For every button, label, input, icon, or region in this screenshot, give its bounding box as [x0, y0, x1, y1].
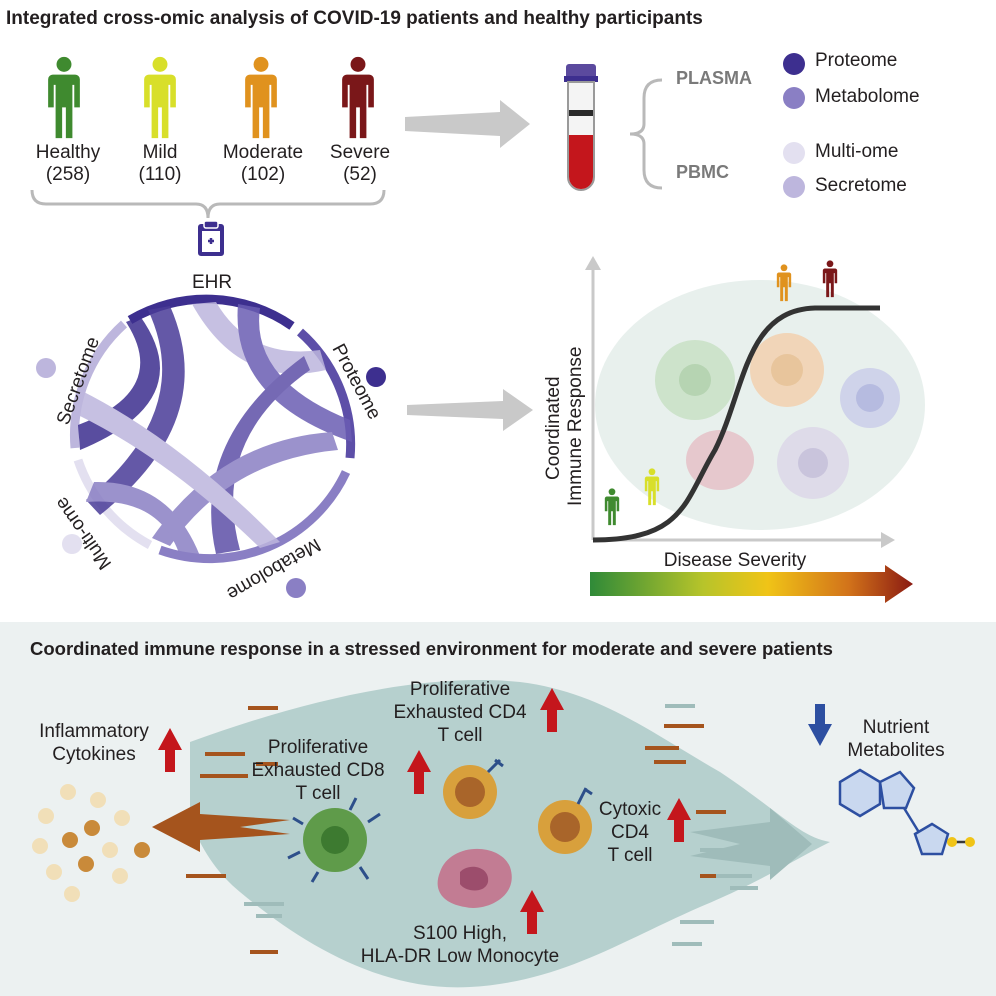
circos-plot: EHR Proteome Secretome Multi-ome Metabol…: [36, 220, 386, 604]
nutrient-molecule-icon: [838, 768, 975, 856]
cohort-count: (52): [343, 164, 377, 185]
up-arrow-icon: [407, 750, 431, 794]
clipboard-icon: [198, 220, 224, 256]
label-line: S100 High,: [412, 923, 507, 944]
cohort-label: Severe: [329, 142, 391, 163]
middle-arrow: [407, 389, 533, 431]
cohort-count: (258): [45, 164, 91, 185]
gray-arrow-icon: [407, 389, 533, 431]
person-icon-healthy: [604, 488, 620, 526]
ring-secretome: [69, 320, 128, 449]
person-icon-severe: [342, 56, 374, 139]
legend-secretome: Secretome: [815, 175, 907, 196]
y-axis-label-1: Coordinated: [543, 376, 564, 480]
label-line: T cell: [437, 725, 483, 746]
dot-metabolome: [286, 578, 306, 598]
up-arrow-icon: [667, 798, 691, 842]
label-line: T cell: [607, 845, 653, 866]
legend-dot-secretome: [783, 176, 805, 198]
dot-secretome: [36, 358, 56, 378]
cd8-label: Proliferative Exhausted CD8 T cell: [238, 736, 398, 805]
dash-marks: [186, 704, 758, 954]
monocyte-label: S100 High, HLA-DR Low Monocyte: [330, 922, 590, 968]
cohort-count: (110): [138, 164, 182, 185]
label-line: HLA-DR Low Monocyte: [360, 946, 560, 967]
legend-metabolome: Metabolome: [815, 86, 920, 107]
cohort-label: Mild: [142, 142, 178, 163]
plasma-label: PLASMA: [676, 68, 752, 88]
label-line: CD4: [610, 822, 649, 843]
cd4-t-cell-icon: [443, 758, 504, 819]
pbmc-label: PBMC: [676, 162, 729, 182]
circos-ehr-label: EHR: [192, 272, 232, 293]
metabolite-arrow-icon: [690, 808, 812, 880]
cytotoxic-cd4-label: Cytoxic CD4 T cell: [590, 798, 670, 867]
circos-chords: [78, 302, 352, 556]
up-arrow-icon: [158, 728, 182, 772]
label-line: Exhausted CD4: [393, 702, 527, 723]
cohort-count: (102): [240, 164, 286, 185]
y-axis-label-2: Immune Response: [565, 347, 586, 506]
label-line: Cytoxic: [598, 799, 662, 820]
label-line: Cytokines: [52, 744, 136, 765]
gray-arrow-icon: [405, 100, 530, 148]
up-arrow-icon: [520, 890, 544, 934]
inflammatory-cytokines-label: Inflammatory Cytokines: [24, 720, 164, 766]
cd4-label: Proliferative Exhausted CD4 T cell: [380, 678, 540, 747]
severity-gradient-arrow: [590, 565, 913, 603]
page-title: Integrated cross-omic analysis of COVID-…: [6, 8, 703, 29]
blood-tube-icon: [564, 64, 598, 191]
cohort-figures: [30, 56, 386, 219]
label-line: Exhausted CD8: [251, 760, 385, 781]
legend-dots: [783, 53, 805, 198]
bottom-graphics: [32, 680, 975, 988]
cohort-label: Moderate: [222, 142, 304, 163]
cytokine-arrow-icon: [152, 802, 290, 852]
label-line: Proliferative: [409, 679, 511, 700]
person-icon-mild: [144, 56, 176, 139]
nutrient-metabolites-label: Nutrient Metabolites: [836, 716, 956, 762]
top-right-graphics: [405, 64, 663, 191]
label-line: Metabolites: [847, 740, 945, 761]
cohort-label: Healthy: [35, 142, 101, 163]
monocyte-icon: [437, 848, 512, 908]
legend-dot-metabolome: [783, 87, 805, 109]
dot-proteome: [366, 367, 386, 387]
response-curve: [592, 305, 880, 543]
cd8-t-cell-icon: [287, 797, 381, 883]
label-line: Inflammatory: [39, 721, 149, 742]
up-arrow-icon: [540, 688, 564, 732]
legend-multiome: Multi-ome: [815, 141, 899, 162]
person-icon-moderate: [245, 56, 277, 139]
label-line: Nutrient: [862, 717, 930, 738]
cohort-healthy: Healthy (258): [18, 142, 118, 186]
response-plot: Coordinated Immune Response Disease Seve…: [543, 256, 925, 603]
sample-brace: [629, 78, 663, 190]
legend-dot-proteome: [783, 53, 805, 75]
cohort-mild: Mild (110): [110, 142, 210, 186]
cohort-moderate: Moderate (102): [208, 142, 318, 186]
cohort-severe: Severe (52): [310, 142, 410, 186]
legend-dot-multiome: [783, 142, 805, 164]
label-line: Proliferative: [267, 737, 369, 758]
dot-multiome: [62, 534, 82, 554]
label-line: T cell: [295, 783, 341, 804]
cytokine-beads: [32, 784, 150, 902]
bottom-title: Coordinated immune response in a stresse…: [30, 638, 833, 659]
down-arrow-icon: [808, 704, 832, 746]
x-axis-label: Disease Severity: [664, 550, 807, 571]
cytotoxic-cd4-t-cell-icon: [538, 787, 593, 854]
cohort-bracket: [30, 189, 386, 219]
stressed-environment-blob: [190, 680, 830, 988]
person-icon-healthy: [48, 56, 80, 139]
ring-metabolome: [158, 470, 351, 564]
legend-proteome: Proteome: [815, 50, 898, 71]
